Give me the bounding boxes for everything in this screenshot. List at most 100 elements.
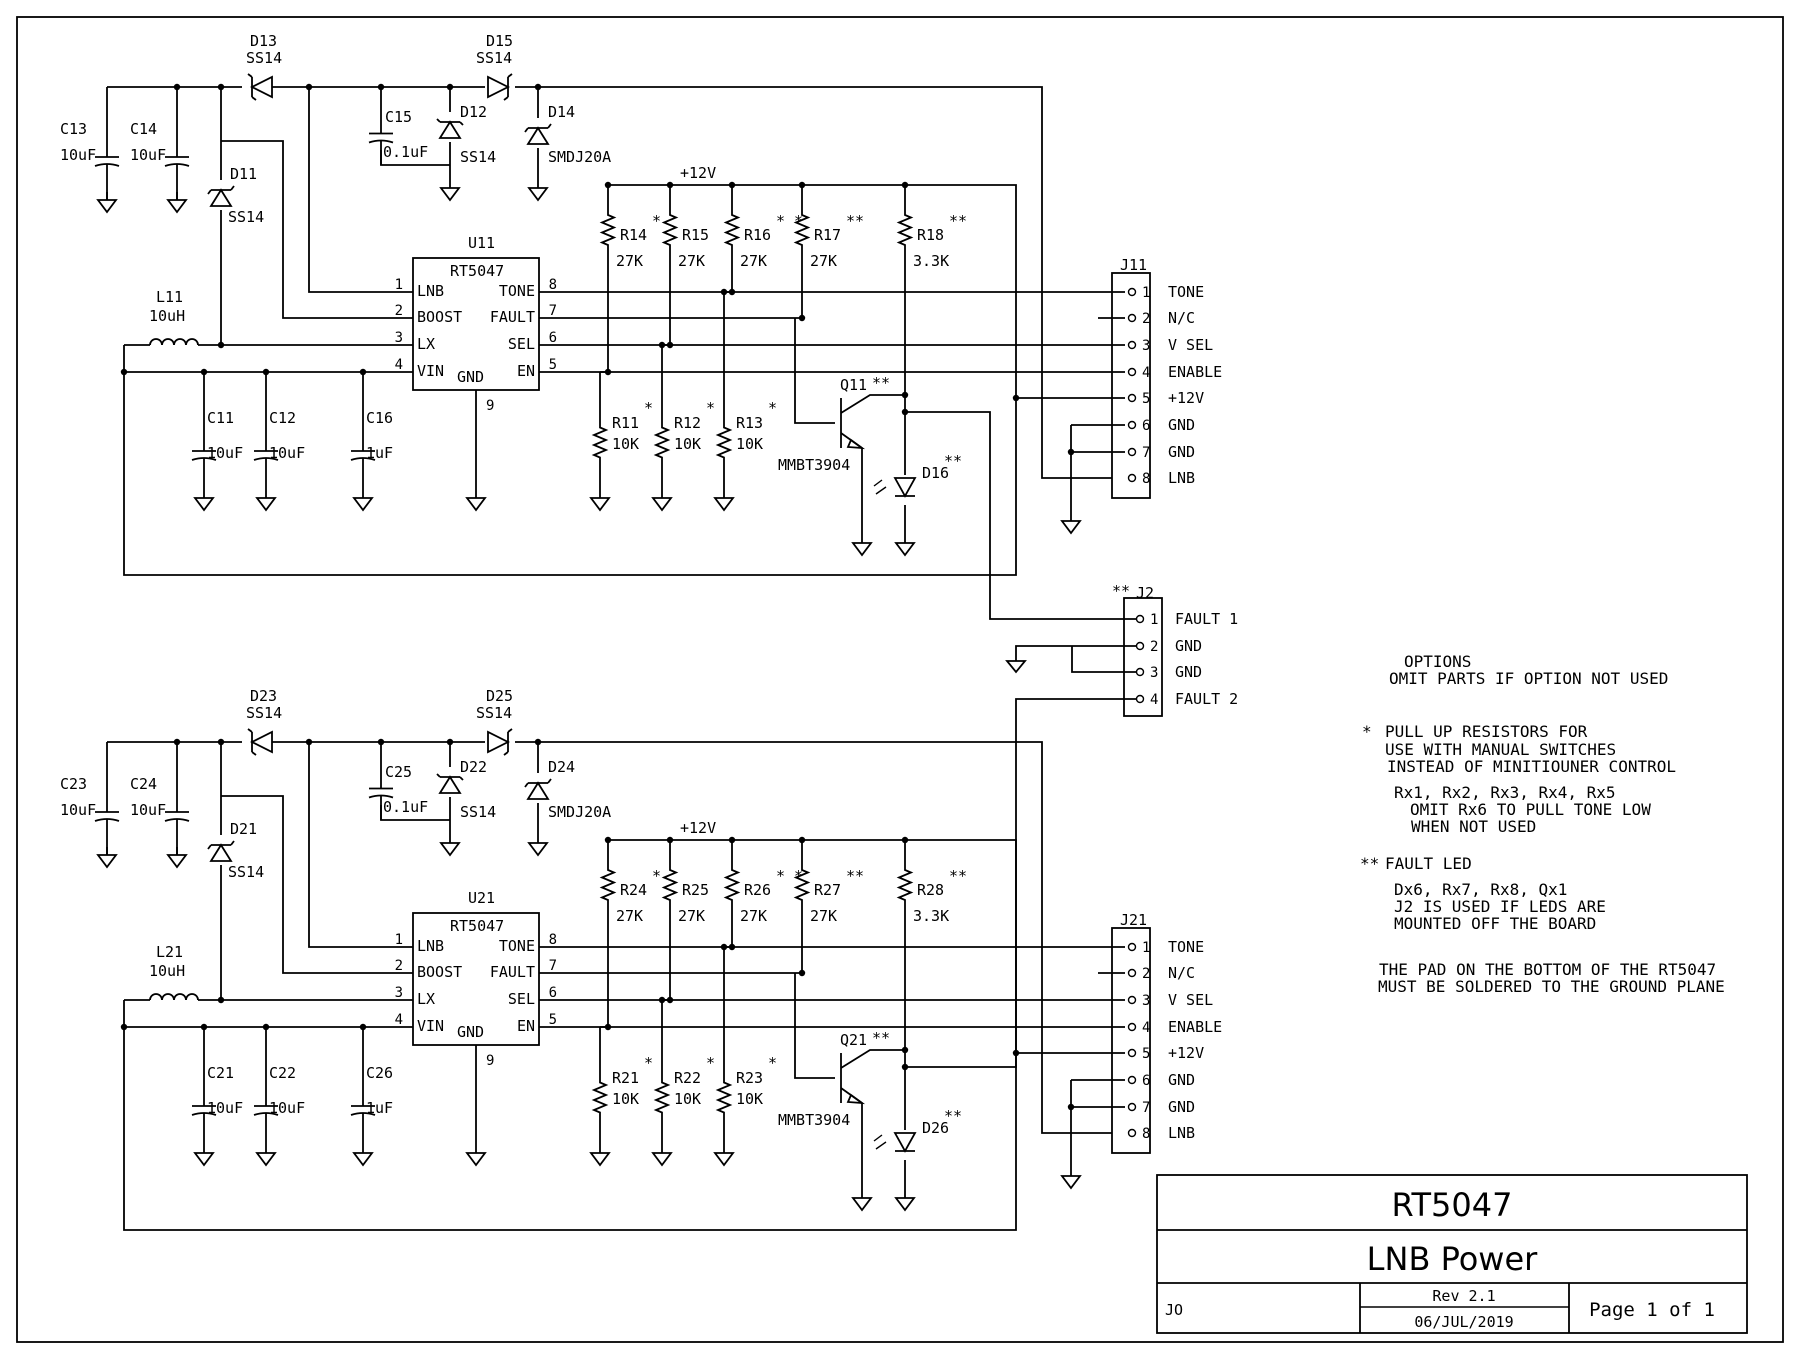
- pulldown-resistor: [715, 395, 733, 490]
- j2-pin-4: 4 FAULT 2: [1135, 690, 1238, 708]
- pulldown-mark: *: [706, 1054, 715, 1072]
- diode-hooks: [207, 840, 235, 850]
- boost-cap-value: 0.1uF: [383, 798, 428, 816]
- connector-pin-num: 6: [1142, 418, 1150, 434]
- pullup-value: 3.3K: [913, 252, 949, 270]
- ic-right-pin-name: FAULT: [490, 308, 535, 326]
- j2-ref: J2: [1136, 584, 1154, 602]
- junction-dot: [1067, 1103, 1075, 1111]
- ground-symbol: [255, 497, 277, 512]
- ground-symbol: [193, 497, 215, 512]
- pullup-resistor: [793, 840, 811, 930]
- lnb-output-rail: [107, 86, 1112, 479]
- diode-triangle: [249, 75, 273, 99]
- transistor-mark: **: [872, 374, 890, 392]
- page-number: Page 1 of 1: [1589, 1299, 1715, 1321]
- tvs-ref: D24: [548, 758, 575, 776]
- connector-pin-num: 8: [1142, 471, 1150, 487]
- pulldown-resistor: [591, 1050, 609, 1145]
- connector-pin-num: 5: [1142, 391, 1150, 407]
- diode-top-1-ref: D13: [250, 32, 277, 50]
- junction-dot: [120, 1023, 128, 1031]
- ground-symbol: [439, 842, 461, 857]
- junction-dot: [901, 391, 909, 399]
- ground-symbol: [651, 1152, 673, 1167]
- pin-circle: [1127, 1022, 1137, 1032]
- connector-pin-name: LNB: [1168, 469, 1195, 487]
- ic-right-pin-name: EN: [517, 1017, 535, 1035]
- emitter-arrow: [846, 438, 866, 450]
- pullup-resistor: [599, 185, 617, 275]
- ic-part: RT5047: [450, 917, 504, 935]
- pullup-resistor: [723, 185, 741, 275]
- pulldown-value: 10K: [612, 1090, 639, 1108]
- connector-pin-num: 4: [1142, 365, 1150, 381]
- connector-pin-num: 4: [1142, 1020, 1150, 1036]
- pullup-ref: R18: [917, 226, 944, 244]
- ic-right-pin-num: 8: [549, 277, 557, 293]
- collector: [840, 394, 905, 414]
- led-triangle: [893, 1132, 917, 1153]
- diode-bg: [438, 767, 462, 797]
- star-note-line-4: Rx1, Rx2, Rx3, Rx4, Rx5: [1394, 783, 1616, 802]
- svg-text:FAULT 1: FAULT 1: [1175, 610, 1238, 628]
- j2-mark: **: [1112, 582, 1130, 600]
- ic-left-pin-num: 2: [395, 303, 403, 319]
- led-ref: D26: [922, 1119, 949, 1137]
- ic-left-pin-name: VIN: [417, 362, 444, 380]
- pullup-ref: R26: [744, 881, 771, 899]
- ground-symbol: [465, 497, 487, 512]
- pulldown-value: 10K: [674, 1090, 701, 1108]
- ground-symbol: [589, 497, 611, 512]
- diode-schottky-hooks: [247, 728, 257, 756]
- pin-circle: [1127, 1128, 1137, 1138]
- pin-circle: [1127, 1048, 1137, 1058]
- pulldown-ref: R13: [736, 414, 763, 432]
- diode-triangle: [438, 775, 462, 794]
- pullup-resistor: [661, 840, 679, 930]
- ic-part: RT5047: [450, 262, 504, 280]
- led-mark: **: [944, 452, 962, 470]
- pin-circle: [1127, 287, 1137, 297]
- connector-pin-name: V SEL: [1168, 991, 1213, 1009]
- pulldown-value: 10K: [674, 435, 701, 453]
- pulldown-value: 10K: [612, 435, 639, 453]
- lnb-wire: [308, 87, 413, 293]
- led-light-rays: [873, 1134, 887, 1150]
- input-cap-2-value: 10uF: [269, 1099, 305, 1117]
- rail-label: +12V: [680, 164, 716, 182]
- junction-dot: [720, 288, 728, 296]
- diode-left-ref: D21: [230, 820, 257, 838]
- cap-a-value: 10uF: [60, 146, 96, 164]
- diode-top-1: [247, 728, 273, 756]
- ic-left-pin-num: 1: [395, 277, 403, 293]
- input-cap-a: [94, 777, 120, 855]
- pulldown-value: 10K: [736, 1090, 763, 1108]
- pullup-mark: **: [949, 867, 967, 885]
- diode-bg: [485, 76, 515, 98]
- connector-body: [1111, 927, 1151, 1154]
- ground-symbol: [1005, 660, 1027, 674]
- svg-text:FAULT 2: FAULT 2: [1175, 690, 1238, 708]
- connector-ref: J11: [1120, 256, 1147, 274]
- junction-dot: [1067, 448, 1075, 456]
- tvs-value: SMDJ20A: [548, 803, 611, 821]
- ground-symbol: [96, 854, 118, 869]
- ground-symbol: [894, 1197, 916, 1212]
- diode-mid-ref: D22: [460, 758, 487, 776]
- title-block: RT5047 LNB Power JO Rev 2.1 06/JUL/2019 …: [1156, 1174, 1748, 1334]
- junction-dot: [798, 969, 806, 977]
- pulldown-ref: R23: [736, 1069, 763, 1087]
- diode-top-1-value: SS14: [246, 49, 282, 67]
- connector-ref: J21: [1120, 911, 1147, 929]
- ic-left-pin-name: BOOST: [417, 963, 462, 981]
- pullup-rail: [608, 184, 1017, 398]
- pullup-mark: **: [846, 212, 864, 230]
- j2-pin-3: 3 GND: [1135, 663, 1202, 681]
- connector-pin-5: 5+12V: [1127, 1044, 1204, 1062]
